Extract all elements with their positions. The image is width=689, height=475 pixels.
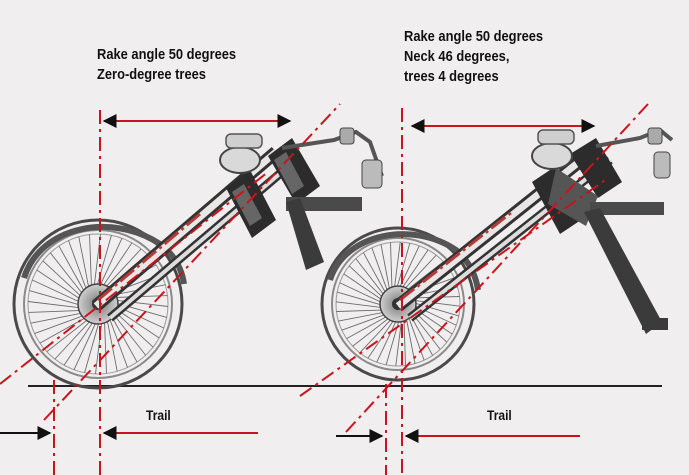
wheel-spoke — [343, 273, 386, 303]
wheel-spoke — [32, 279, 85, 305]
wheel-spoke — [336, 309, 387, 312]
wheel-spoke — [395, 316, 403, 367]
wheel-spoke — [403, 315, 406, 366]
left-fork-line — [0, 171, 269, 385]
wheel-spoke — [29, 290, 85, 307]
wheel-spoke — [371, 247, 390, 295]
wheel-spoke — [395, 243, 411, 292]
left-trail-label: Trail — [146, 407, 171, 423]
wheel-spoke — [352, 315, 393, 347]
wheel-spoke — [380, 244, 391, 294]
wheel-spoke — [49, 252, 86, 298]
left-steering-axis-line — [43, 103, 341, 421]
left-frame — [286, 197, 362, 270]
wheel-spoke — [95, 317, 103, 375]
wheel-spoke — [84, 317, 101, 373]
wheel-spoke — [348, 265, 386, 301]
wheel-spoke — [341, 312, 389, 331]
wheel-spoke — [58, 245, 88, 296]
wheel-spoke — [28, 309, 86, 313]
wheel-spoke — [376, 316, 399, 363]
wheel-spoke — [390, 242, 393, 293]
wheel-spoke — [39, 314, 90, 344]
wheel-spoke — [111, 299, 169, 307]
wheel-spoke — [406, 313, 425, 361]
wheel-spoke — [355, 258, 387, 299]
right-trail-label: Trail — [487, 407, 512, 423]
wheel-spoke — [42, 260, 85, 301]
right-fork-line — [299, 177, 609, 397]
wheel-spoke — [73, 317, 99, 370]
wheel-spoke — [46, 316, 92, 353]
wheel-spoke — [385, 316, 401, 365]
wheel-spoke — [339, 282, 386, 305]
wheel-spoke — [362, 252, 388, 297]
right-steering-axis-line — [345, 103, 649, 433]
dimension-arrows — [0, 114, 596, 443]
left-fender — [21, 223, 187, 285]
wheel-spoke — [410, 301, 459, 317]
wheel-spoke — [95, 235, 112, 291]
wheel-spoke — [97, 238, 123, 291]
wheel-spoke — [68, 240, 89, 295]
wheel-spoke — [89, 234, 93, 292]
wheel-spoke — [34, 313, 89, 334]
right-panel-caption: Rake angle 50 degrees Neck 46 degrees, t… — [404, 28, 544, 85]
wheel-spoke — [36, 269, 85, 303]
wheel-spoke — [105, 315, 118, 372]
wheel-spoke — [101, 248, 142, 291]
wheel-spoke — [399, 249, 429, 292]
wheel-spoke — [335, 301, 386, 309]
wheel-spoke — [401, 254, 437, 292]
left-motorcycle — [12, 127, 384, 390]
wheel-spoke — [63, 317, 97, 366]
wheel-spoke — [393, 241, 401, 292]
wheel-spoke — [346, 314, 391, 340]
left-panel-caption: Rake angle 50 degrees Zero-degree trees — [97, 46, 237, 83]
wheel-spoke — [27, 301, 85, 309]
left-headlight-bars — [219, 127, 384, 189]
wheel-spoke — [103, 316, 107, 374]
wheel-spoke — [359, 316, 395, 354]
wheel-spoke — [30, 311, 87, 324]
wheel-spoke — [99, 242, 133, 291]
wheel-spoke — [78, 236, 91, 293]
right-headlight-bars — [531, 127, 674, 179]
wheel-spoke — [338, 311, 388, 322]
wheel-spoke — [337, 291, 386, 307]
right-triple-clamps — [532, 138, 622, 234]
wheel-spoke — [405, 314, 416, 364]
right-frame — [584, 202, 668, 334]
wheel-spoke — [54, 317, 95, 360]
wheel-spoke — [93, 233, 101, 291]
reference-lines — [0, 103, 649, 475]
